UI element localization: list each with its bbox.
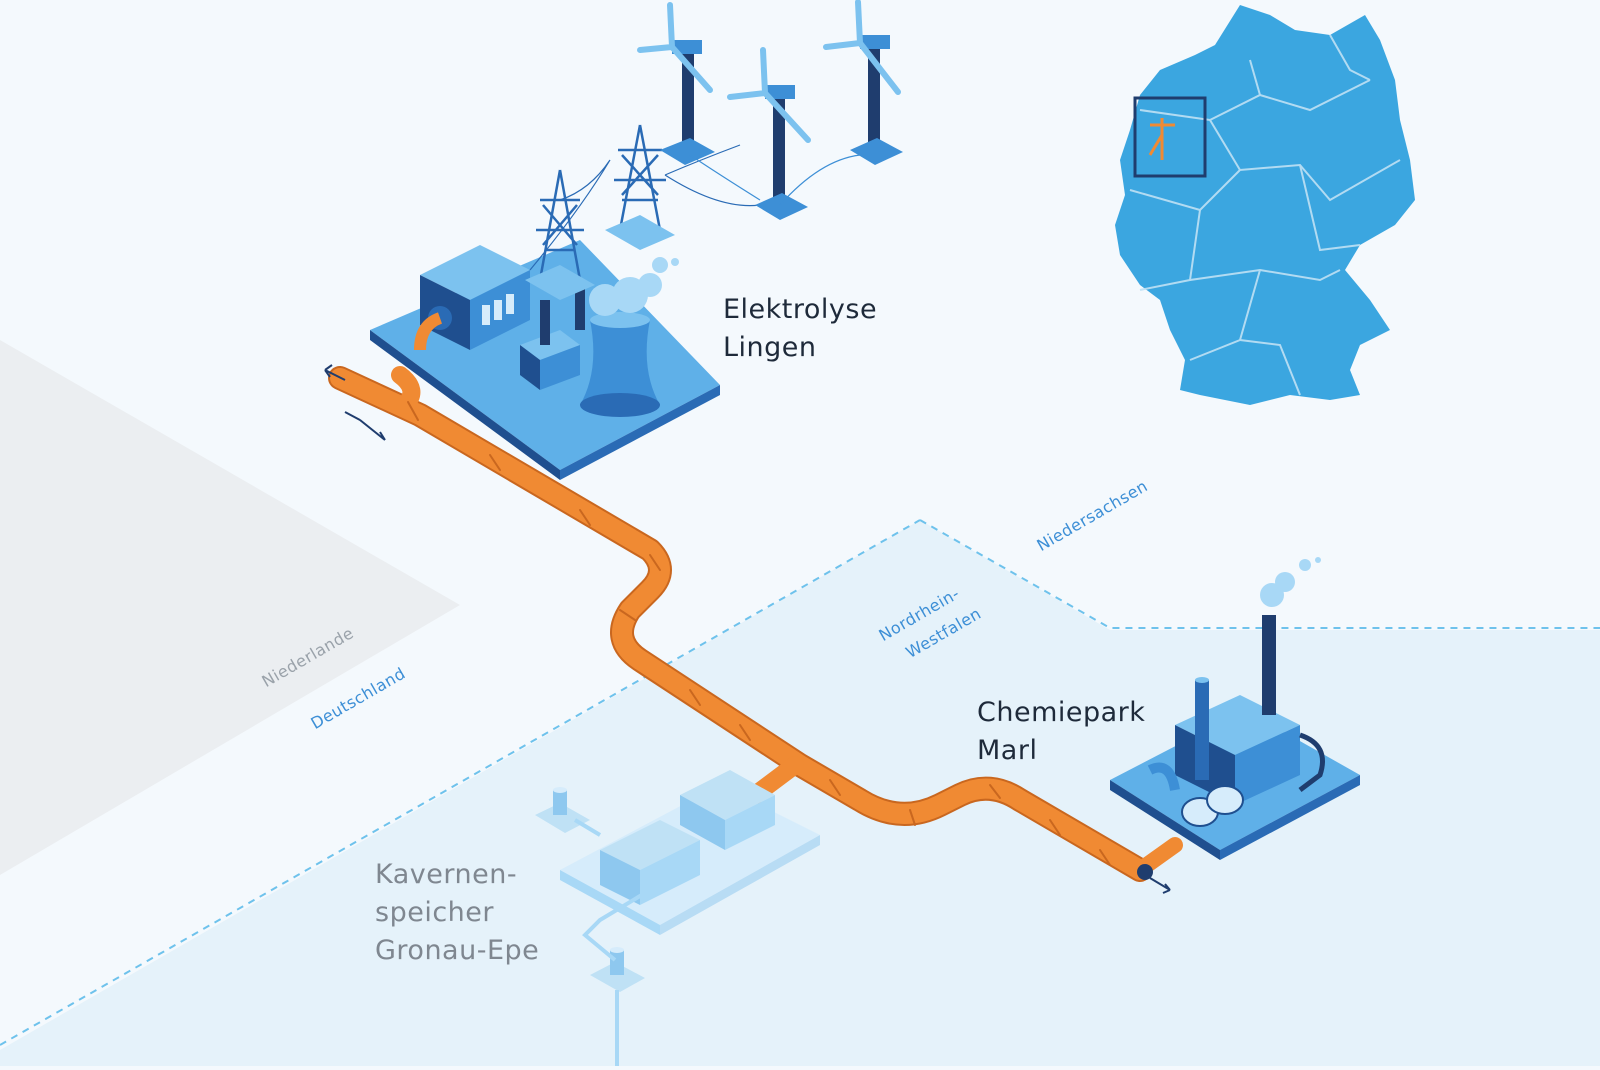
electrolysis-plant-icon [370,240,720,480]
storage-label-line-2: speicher [375,897,494,928]
power-pylon-icon [529,124,761,281]
marl-label-line-2: Marl [977,735,1038,766]
storage-label-line-1: Kavernen- [375,859,518,890]
storage-label-line-3: Gronau-Epe [375,935,540,966]
chemiepark-marl-label: Chemiepark Marl [977,699,1145,775]
pipeline-arrows [324,364,1171,894]
chemical-plant-icon [1110,557,1360,860]
lingen-label-line-2: Lingen [723,332,817,363]
kavernenspeicher-label: Kavernen- speicher Gronau-Epe [375,861,539,975]
pylon-base-2 [605,215,675,250]
pylon-base-1 [525,265,595,300]
marl-label-line-1: Chemiepark [977,697,1146,728]
netherlands-area [0,340,460,875]
nrw-area [0,520,1600,1066]
lingen-label-line-1: Elektrolyse [723,294,878,325]
cavern-storage-icon [535,770,820,1066]
pipeline [328,366,1183,882]
elektrolyse-lingen-label: Elektrolyse Lingen [723,296,877,372]
germany-map-icon [1115,5,1415,405]
wind-turbine-icon [637,0,903,220]
